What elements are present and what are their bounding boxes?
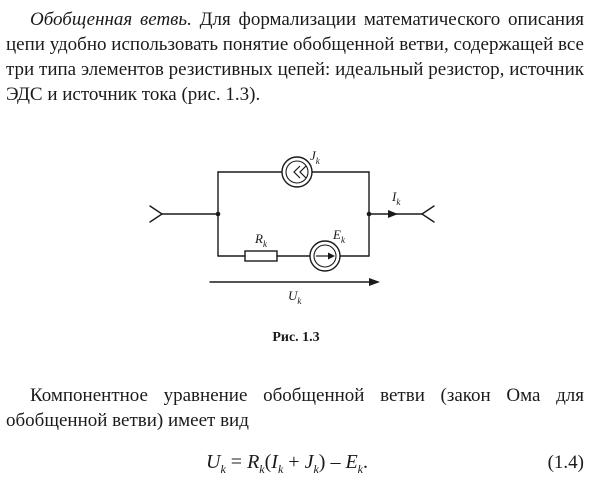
component-equation-paragraph: Компонентное уравнение обобщенной ветви … — [6, 385, 584, 431]
term-generalized-branch: Обобщенная ветвь. — [30, 9, 192, 30]
right-terminal — [420, 205, 435, 223]
circuit-figure: Jk Ik Rk Ek Uk — [140, 138, 440, 318]
equation-number: (1.4) — [547, 452, 584, 473]
circuit-diagram: Jk Ik Rk Ek Uk — [149, 148, 435, 306]
label-jk: Jk — [310, 148, 321, 166]
voltage-arrow-head — [369, 278, 380, 286]
current-arrow-ik — [388, 210, 398, 218]
label-rk: Rk — [254, 231, 268, 249]
junction-left — [215, 211, 221, 217]
figure-caption: Рис. 1.3 — [272, 330, 320, 345]
junction-right — [366, 211, 372, 217]
current-source-jk — [281, 156, 313, 188]
intro-paragraph-text: Для формализации математического описани… — [6, 9, 584, 105]
resistor-rk — [244, 250, 278, 262]
emf-source-ek — [309, 240, 341, 272]
label-ek: Ek — [332, 227, 346, 245]
equation-1-4: Uk = Rk(Ik + Jk) – Ek. — [206, 451, 368, 476]
label-uk: Uk — [288, 288, 302, 306]
intro-paragraph: Обобщенная ветвь. Для формализации матем… — [6, 7, 584, 107]
left-terminal — [149, 205, 164, 223]
label-ik: Ik — [391, 189, 401, 207]
